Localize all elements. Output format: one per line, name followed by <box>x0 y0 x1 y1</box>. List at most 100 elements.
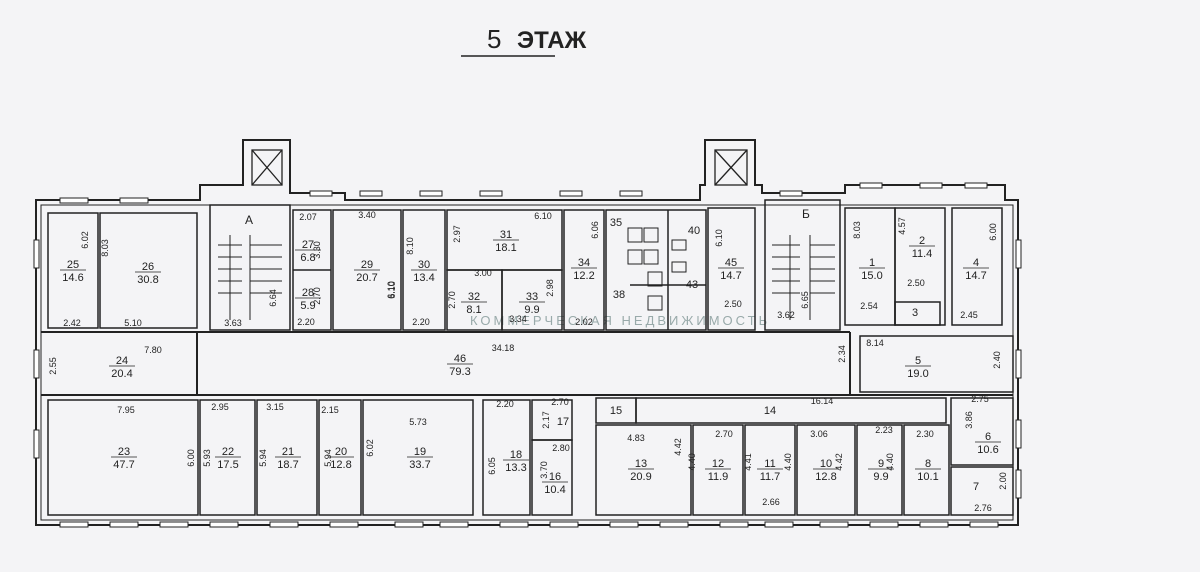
elevator-shaft-right <box>714 149 748 186</box>
room-area: 47.7 <box>113 459 134 471</box>
dimension-label: 2.50 <box>724 299 742 309</box>
dimension-label: 16.14 <box>811 396 834 406</box>
dimension-label: 2.70 <box>312 287 322 305</box>
dimension-label: 2.70 <box>447 291 457 309</box>
room-number: 18 <box>510 449 522 461</box>
room-area: 9.9 <box>873 471 888 483</box>
room-number: 45 <box>725 257 737 269</box>
dimension-label: 2.45 <box>960 310 978 320</box>
windows <box>33 182 1022 528</box>
room-32: 328.1 <box>461 291 487 316</box>
room-number: 43 <box>686 279 698 291</box>
dimension-label: 2.97 <box>452 225 462 243</box>
room-number: 25 <box>67 259 79 271</box>
dimension-label: 2.07 <box>299 212 317 222</box>
room-number: 24 <box>116 355 128 367</box>
dimension-label: 5.93 <box>202 449 212 467</box>
room-28: 285.9 <box>295 287 321 312</box>
dimension-label: 5.10 <box>124 318 142 328</box>
dimension-label: 2.20 <box>412 317 430 327</box>
dimension-label: 8.14 <box>866 338 884 348</box>
dimension-label: 6.00 <box>186 449 196 467</box>
room-3: 3 <box>912 307 918 319</box>
staircase-a <box>209 204 291 331</box>
room-number: 13 <box>635 458 647 470</box>
room-number: 19 <box>414 446 426 458</box>
room-number: 10 <box>820 458 832 470</box>
dimension-label: 2.55 <box>48 357 58 375</box>
room-area: 15.0 <box>861 270 882 282</box>
room-number: 28 <box>302 287 314 299</box>
room-area: 14.7 <box>965 270 986 282</box>
dimension-label: 2.20 <box>496 399 514 409</box>
room-number: 27 <box>302 239 314 251</box>
dimension-label: 6.10 <box>386 281 396 299</box>
room-area: 11.7 <box>760 471 781 483</box>
room-number: 38 <box>613 289 625 301</box>
room-area: 30.8 <box>137 274 158 286</box>
staircase-b-label: Б <box>802 207 810 221</box>
room-38: 38 <box>613 289 625 301</box>
dimension-label: 4.42 <box>673 438 683 456</box>
room-area: 19.0 <box>907 368 928 380</box>
dimension-label: 2.00 <box>998 472 1008 490</box>
dimension-label: 3.00 <box>474 268 492 278</box>
room-area: 9.9 <box>524 304 539 316</box>
dimension-label: 6.00 <box>988 223 998 241</box>
staircase-a-label: А <box>245 213 253 227</box>
dimension-label: 4.83 <box>627 433 645 443</box>
dimension-label: 3.63 <box>224 318 242 328</box>
dimension-label: 2.20 <box>297 317 315 327</box>
dimension-label: 6.65 <box>800 291 810 309</box>
room-area: 10.6 <box>977 444 998 456</box>
floor-number: 5 <box>487 24 501 54</box>
dimension-label: 5.94 <box>258 449 268 467</box>
dimension-label: 6.64 <box>268 289 278 307</box>
room-area: 14.6 <box>62 272 83 284</box>
dimension-label: 8.10 <box>405 237 415 255</box>
room-number: 46 <box>454 353 466 365</box>
dimension-label: 3.70 <box>539 461 549 479</box>
dimension-label: 2.98 <box>545 279 555 297</box>
room-33: 339.9 <box>519 291 545 316</box>
room-number: 16 <box>549 471 561 483</box>
room-area: 20.7 <box>356 272 377 284</box>
dimension-label: 2.23 <box>875 425 893 435</box>
room-area: 18.1 <box>495 242 516 254</box>
room-area: 10.4 <box>544 484 565 496</box>
room-number: 5 <box>915 355 921 367</box>
wc-fixtures <box>627 227 687 311</box>
dimension-label: 2.42 <box>63 318 81 328</box>
room-17: 17 <box>557 416 569 428</box>
dimension-label: 4.57 <box>897 217 907 235</box>
dimension-label: 6.10 <box>534 211 552 221</box>
room-7: 7 <box>973 481 979 493</box>
dimension-label: 2.54 <box>860 301 878 311</box>
dimension-label: 3.62 <box>777 310 795 320</box>
room-number: 34 <box>578 257 590 269</box>
dimension-label: 4.40 <box>687 453 697 471</box>
room-number: 4 <box>973 257 979 269</box>
dimension-label: 5.73 <box>409 417 427 427</box>
room-8: 810.1 <box>915 458 941 483</box>
room-5: 519.0 <box>905 355 931 380</box>
dimension-label: 6.10 <box>714 229 724 247</box>
room-15: 15 <box>610 405 622 417</box>
room-6: 610.6 <box>975 431 1001 456</box>
room-labels: 2514.62630.8276.8285.92920.73013.43118.1… <box>60 217 1001 496</box>
dimension-label: 5.94 <box>323 449 333 467</box>
